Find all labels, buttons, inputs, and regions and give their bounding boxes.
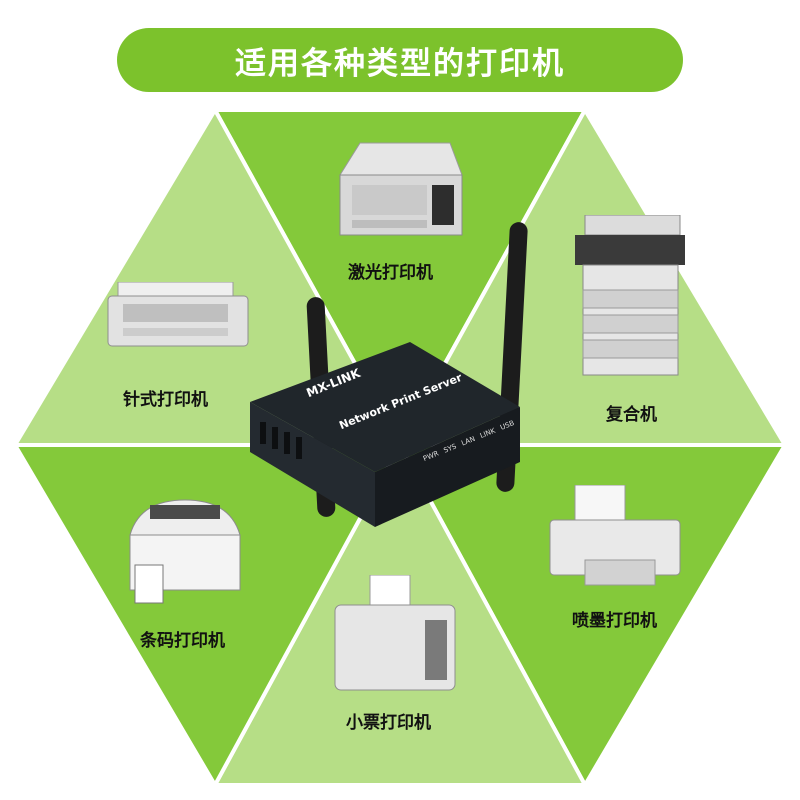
banner-title: 适用各种类型的打印机 <box>235 45 565 82</box>
label-barcode-printer: 条码打印机 <box>140 631 225 651</box>
title-banner: 适用各种类型的打印机 <box>117 28 683 92</box>
label-laser-printer: 激光打印机 <box>348 263 433 283</box>
multifunction-copier-icon <box>575 215 685 376</box>
inkjet-printer-icon <box>549 485 681 586</box>
label-multifunction: 复合机 <box>606 405 657 425</box>
label-dot-matrix-printer: 针式打印机 <box>123 390 208 410</box>
label-inkjet-printer: 喷墨打印机 <box>572 611 657 631</box>
segment-upper-left <box>11 105 404 447</box>
dot-matrix-printer-icon <box>107 282 249 347</box>
barcode-printer-icon <box>129 499 241 604</box>
network-print-server-icon <box>250 222 528 527</box>
receipt-printer-icon <box>334 575 456 691</box>
label-receipt-printer: 小票打印机 <box>346 713 431 733</box>
hexagon-segments <box>11 105 789 790</box>
laser-printer-icon <box>339 142 463 236</box>
